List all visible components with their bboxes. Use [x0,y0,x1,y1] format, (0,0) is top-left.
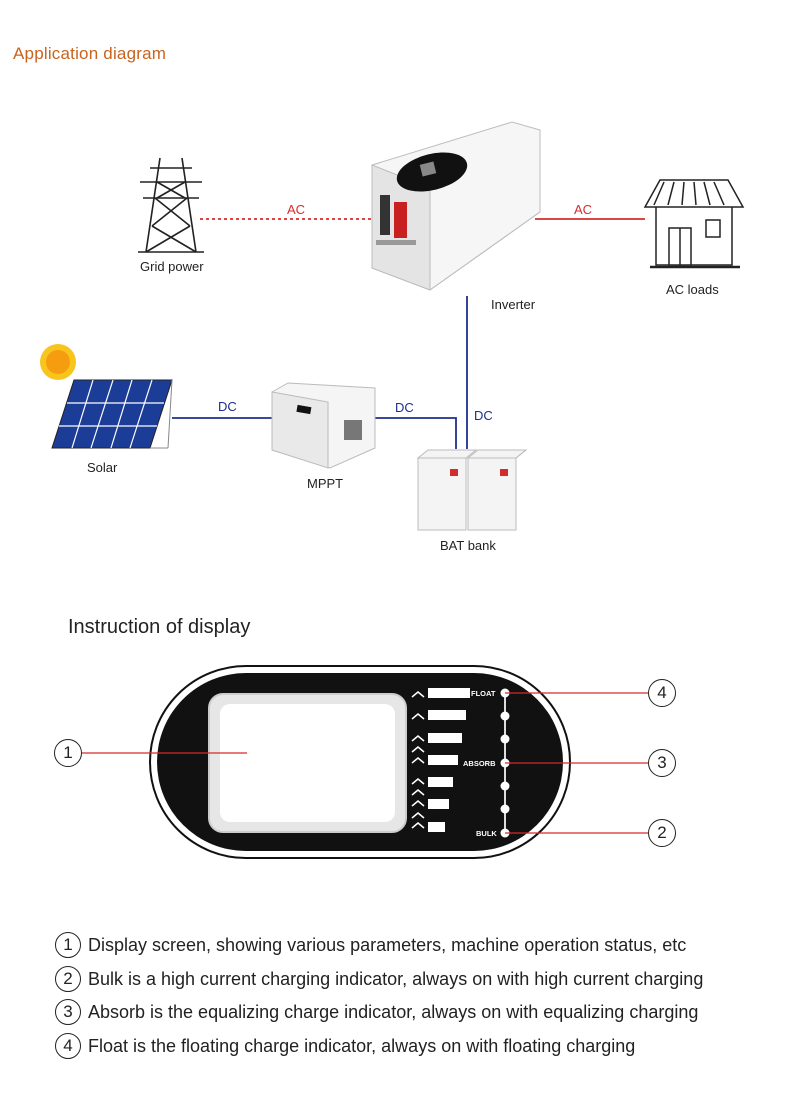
label-ac-loads: AC loads [666,282,719,297]
indicator-float-label: FLOAT [471,689,496,698]
legend-text: Float is the floating charge indicator, … [88,1035,636,1056]
legend-text: Absorb is the equalizing charge indicato… [88,1001,699,1022]
solar-panel-icon [51,379,173,449]
label-dc-solar: DC [218,399,237,414]
legend-item-3: 3 Absorb is the equalizing charge indica… [55,999,698,1025]
legend-number: 1 [55,932,81,958]
label-mppt: MPPT [307,476,344,491]
indicator-bulk-label: BULK [476,829,497,838]
legend-number: 4 [55,1033,81,1059]
display-section-title: Instruction of display [68,616,251,638]
label-ac-grid: AC [287,202,306,217]
legend-text: Bulk is a high current charging indicato… [88,968,704,989]
label-inverter: Inverter [491,297,536,312]
label-solar: Solar [87,460,118,475]
sun-icon [40,344,76,380]
label-bat-bank: BAT bank [440,538,496,553]
mppt-device-icon [271,382,376,469]
legend-text: Display screen, showing various paramete… [88,934,687,955]
callout-1: 1 [54,739,82,767]
wire-mppt-battery [372,417,457,449]
label-dc-mppt: DC [395,400,414,415]
legend-item-2: 2 Bulk is a high current charging indica… [55,966,703,992]
legend-number: 2 [55,966,81,992]
grid-tower-icon [138,157,204,253]
indicator-absorb-label: ABSORB [463,759,496,768]
legend-number: 3 [55,999,81,1025]
legend-item-4: 4 Float is the floating charge indicator… [55,1033,635,1059]
house-icon [643,179,745,269]
legend-item-1: 1 Display screen, showing various parame… [55,932,686,958]
level-bars [411,688,470,832]
label-grid-power: Grid power [140,259,204,274]
inverter-device-icon [371,121,541,291]
label-ac-loads-link: AC [574,202,593,217]
callout-3: 3 [648,749,676,777]
page-title: Application diagram [13,44,167,63]
battery-bank-icon [416,449,528,531]
callout-2: 2 [648,819,676,847]
callout-4: 4 [648,679,676,707]
label-dc-inverter: DC [474,408,493,423]
